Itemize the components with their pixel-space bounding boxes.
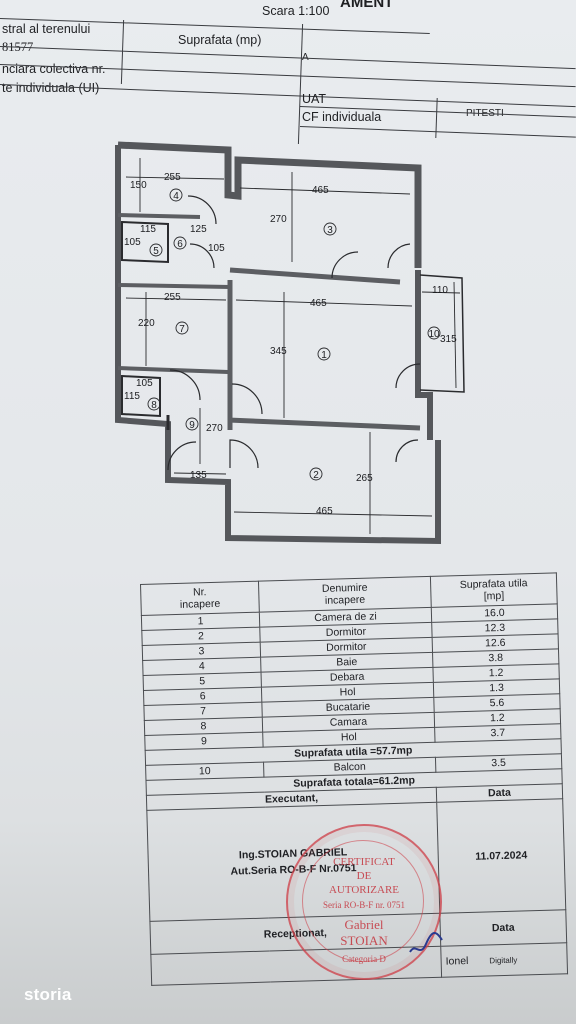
footer-name: Ionel (445, 954, 469, 968)
date-value: 11.07.2024 (436, 798, 566, 914)
header-nr: Nr. (192, 586, 207, 599)
date-label-2: Data (439, 909, 567, 947)
dim-text: 220 (138, 318, 155, 329)
signature-mark (409, 932, 443, 953)
surface-label: Suprafata (mp) (178, 33, 262, 47)
dim-text: 105 (124, 237, 141, 248)
dim-text: 465 (316, 506, 333, 517)
header-area-sub: [mp] (483, 589, 505, 603)
stamp-line-1: CERTIFICAT (333, 856, 395, 868)
room-number: 4 (173, 191, 179, 202)
dim-text: 345 (270, 346, 287, 357)
room-number: 1 (321, 350, 327, 361)
title-fragment: AMENT (340, 0, 394, 11)
dim-text: 255 (164, 292, 181, 303)
dim-text: 105 (208, 243, 225, 254)
scale-label: Scara 1:100 (262, 4, 330, 18)
uat-label: UAT (302, 92, 327, 106)
stamp-line-5: Gabriel (344, 917, 384, 932)
room-number: 10 (428, 329, 440, 340)
storia-logo: storia (24, 985, 72, 1004)
room-number: 7 (179, 324, 185, 335)
stamp-inner-ring (302, 840, 424, 962)
dim-text: 465 (312, 185, 329, 196)
stamp-line-4: Seria RO-B-F nr. 0751 (323, 900, 405, 910)
stamp-line-3: AUTORIZARE (328, 884, 400, 896)
dim-text: 115 (124, 391, 140, 402)
dim-text: 255 (164, 172, 181, 183)
cf-label: CF individuala (302, 110, 382, 124)
floor-plan: 255 150 465 270 115 105 125 105 255 465 … (115, 141, 465, 545)
dim-text: 115 (140, 224, 156, 235)
dim-text: 135 (190, 470, 207, 481)
dim-text: 465 (310, 298, 327, 309)
header-nr-sub: incapere (179, 597, 221, 611)
dim-text: 315 (440, 334, 457, 345)
authorization-stamp: CERTIFICAT DE AUTORIZARE Seria RO-B-F nr… (286, 824, 443, 980)
dim-text: 270 (270, 214, 287, 225)
room-number: 6 (177, 239, 183, 250)
header-name-sub: incapere (324, 593, 366, 607)
dim-text: 150 (130, 180, 147, 191)
stamp-line-7: Categoria D (342, 954, 386, 964)
room-number: 8 (151, 400, 157, 411)
cadastral-label: stral al terenului (2, 22, 91, 36)
room-number: 3 (327, 225, 333, 236)
dim-text: 105 (136, 378, 153, 389)
room-number: 2 (313, 470, 319, 481)
stamp-line-2: DE (356, 870, 372, 882)
footer-note: Digitally (489, 955, 518, 965)
room-number: 9 (189, 420, 195, 431)
stamp-line-6: STOIAN (340, 933, 388, 948)
dim-text: 125 (190, 224, 207, 235)
dim-text: 265 (356, 473, 373, 484)
dim-text: 270 (206, 423, 223, 434)
header-area: Suprafata utila (459, 577, 528, 592)
dim-text: 110 (432, 285, 448, 296)
room-number: 5 (153, 246, 159, 257)
